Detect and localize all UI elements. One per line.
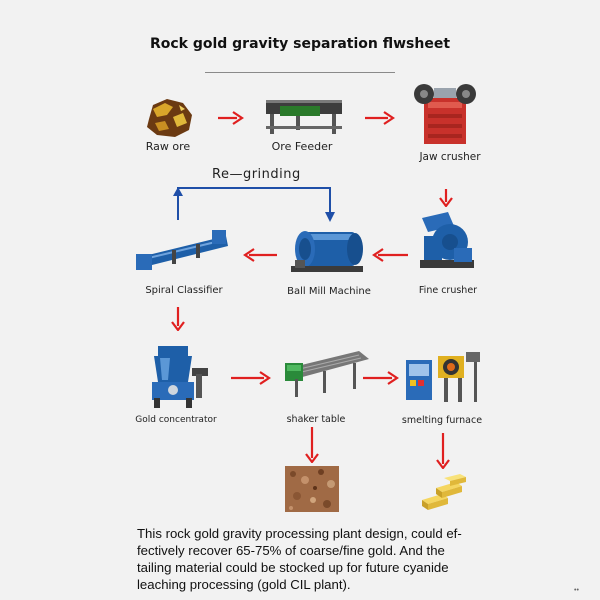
description-text: This rock gold gravity processing plant … [137,526,462,592]
arrow-down-icon [436,433,450,469]
jaw-crusher-label: Jaw crusher [419,151,481,163]
gold-concentrator-label: Gold concentrator [135,415,217,425]
regrinding-loop-arrow [173,187,335,222]
smelting-furnace-label: smelting furnace [401,415,483,426]
gold-concentrator-icon [152,346,208,408]
gold-bars-icon [422,474,466,510]
fine-crusher-label: Fine crusher [418,285,478,296]
raw-ore-label: Raw ore [145,140,191,153]
ball-mill-label: Ball Mill Machine [287,286,371,297]
shaker-table-icon [285,351,369,397]
arrow-right-icon [231,371,271,385]
spiral-classifier-label: Spiral Classifier [145,285,223,296]
fine-crusher-icon [420,212,474,268]
page-corner-mark: •• [574,587,579,594]
arrow-right-icon [363,371,399,385]
regrinding-label: Re—grinding [212,167,301,182]
arrow-down-icon [439,189,453,207]
arrow-left-icon [372,248,408,262]
arrow-left-icon [243,248,277,262]
ore-feeder-label: Ore Feeder [271,140,333,153]
tailings-icon [285,466,339,512]
ore-feeder-icon [266,100,342,134]
arrow-right-icon [365,111,395,125]
arrow-right-icon [218,111,244,125]
page-title: Rock gold gravity separation flwsheet [149,36,451,52]
jaw-crusher-icon [414,84,476,144]
ball-mill-icon [291,231,363,272]
arrow-down-icon [305,427,319,463]
arrow-down-icon [171,307,185,331]
smelting-furnace-icon [406,352,480,402]
spiral-classifier-icon [136,230,228,270]
raw-ore-icon [147,99,192,137]
shaker-table-label: shaker table [286,414,346,425]
title-divider [205,72,395,73]
